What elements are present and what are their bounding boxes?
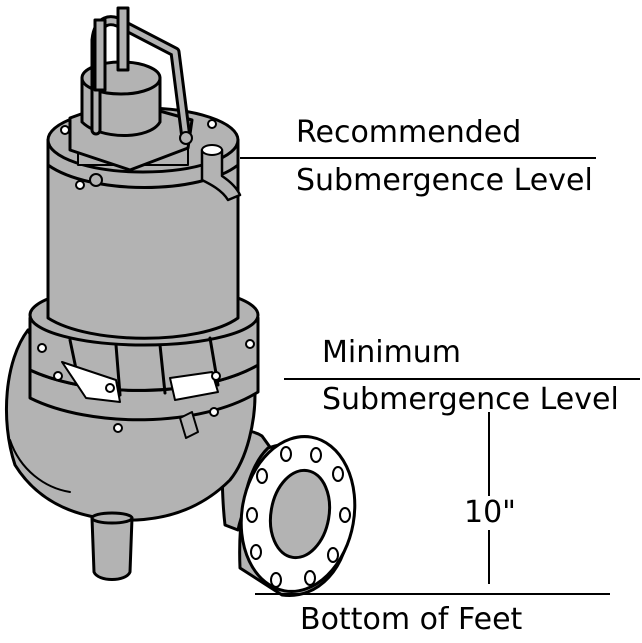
bottom-of-feet-line [255, 593, 610, 595]
minimum-level-line [284, 378, 640, 380]
recommended-label-line2: Submergence Level [296, 163, 593, 198]
minimum-label-line1: Minimum [322, 335, 462, 370]
minimum-label-line2: Submergence Level [322, 382, 619, 417]
recommended-level-line [240, 157, 596, 159]
bottom-label: Bottom of Feet [300, 602, 523, 637]
dimension-label: 10" [462, 495, 518, 530]
recommended-label-line1: Recommended [296, 115, 522, 150]
